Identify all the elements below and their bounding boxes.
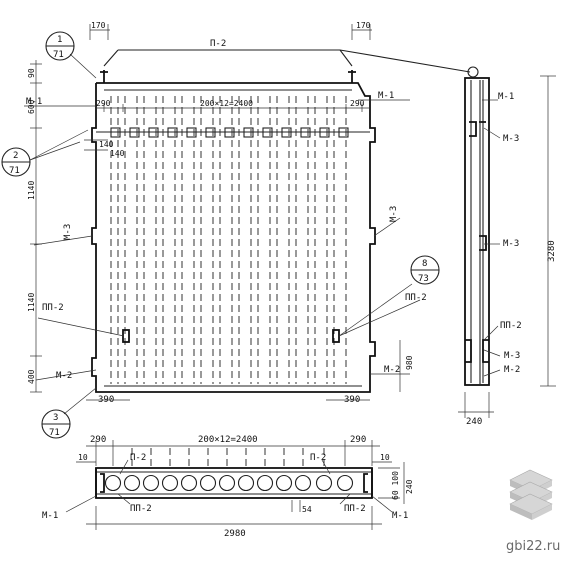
plan-edge-290-right: 290 bbox=[350, 435, 366, 445]
side-width: 240 bbox=[466, 417, 482, 427]
dim-1140-a: 1140 bbox=[27, 181, 36, 200]
svg-text:1: 1 bbox=[57, 35, 62, 45]
side-pp2: ПП-2 bbox=[500, 321, 522, 331]
plan-edge-290-left: 290 bbox=[90, 435, 106, 445]
plan-total-2980: 2980 bbox=[224, 529, 246, 539]
plan-p2-right: П-2 bbox=[310, 453, 326, 463]
svg-text:71: 71 bbox=[9, 166, 20, 176]
watermark-text[interactable]: gbi22.ru bbox=[506, 539, 561, 554]
dim-400: 400 bbox=[27, 369, 36, 384]
plan-dim-240: 240 bbox=[405, 479, 414, 494]
plan-p2-left: П-2 bbox=[130, 453, 146, 463]
lifting-loop-left bbox=[100, 70, 108, 83]
side-view bbox=[458, 66, 556, 418]
mark-m1-left: М-1 bbox=[26, 97, 42, 107]
dim-170-right: 170 bbox=[356, 21, 371, 30]
panel-outline bbox=[91, 82, 376, 393]
side-m3-c: М-3 bbox=[504, 351, 520, 361]
plan-dim-54: 54 bbox=[302, 505, 312, 514]
plan-section bbox=[65, 440, 405, 530]
side-m1: М-1 bbox=[498, 92, 514, 102]
side-height: 3280 bbox=[547, 240, 557, 262]
svg-text:2: 2 bbox=[13, 151, 18, 161]
watermark-logo bbox=[509, 469, 553, 520]
side-m2: М-2 bbox=[504, 365, 520, 375]
front-left-leaders bbox=[24, 53, 125, 415]
dim-390-right: 390 bbox=[344, 395, 360, 405]
mark-pp2-right: ПП-2 bbox=[405, 293, 427, 303]
plan-spacing: 200×12=2400 bbox=[198, 435, 258, 445]
top-openings bbox=[96, 127, 370, 138]
plan-m1-left: М-1 bbox=[42, 511, 58, 521]
front-top-dims bbox=[89, 24, 471, 112]
plan-dim-10-right: 10 bbox=[380, 453, 390, 462]
edge-290-right: 290 bbox=[350, 99, 365, 108]
mark-m2-left: М-2 bbox=[56, 371, 72, 381]
hollow-cores bbox=[104, 474, 354, 492]
svg-text:8: 8 bbox=[422, 259, 427, 269]
mark-m3-right: М-3 bbox=[389, 206, 399, 222]
callout-3-71: 3 71 bbox=[41, 409, 71, 439]
side-m3-b: М-3 bbox=[503, 239, 519, 249]
edge-290-left: 290 bbox=[96, 99, 111, 108]
dim-140-b: 140 bbox=[110, 149, 125, 158]
callout-1-71: 1 71 bbox=[45, 31, 75, 61]
plan-pp2-left: ПП-2 bbox=[130, 504, 152, 514]
callout-2-71: 2 71 bbox=[1, 147, 31, 177]
front-left-dims bbox=[30, 60, 108, 393]
plan-m1-right: М-1 bbox=[392, 511, 408, 521]
svg-text:3: 3 bbox=[53, 413, 58, 423]
mark-m3-left: М-3 bbox=[63, 224, 73, 240]
dim-170-left: 170 bbox=[91, 21, 106, 30]
front-right-leaders bbox=[338, 99, 421, 392]
front-elevation bbox=[91, 70, 376, 393]
svg-text:71: 71 bbox=[49, 428, 60, 438]
side-outline bbox=[464, 77, 490, 386]
dim-980: 980 bbox=[405, 355, 414, 370]
svg-text:71: 71 bbox=[53, 50, 64, 60]
dim-600: 600 bbox=[27, 99, 36, 114]
lifting-loop-right bbox=[348, 70, 356, 83]
dim-90: 90 bbox=[27, 68, 36, 78]
dim-1140-b: 1140 bbox=[27, 293, 36, 312]
callout-8-73: 8 73 bbox=[410, 255, 440, 285]
side-m3-a: М-3 bbox=[503, 134, 519, 144]
dim-140-a: 140 bbox=[99, 140, 114, 149]
embed-pp2-right bbox=[332, 329, 340, 343]
dim-390-left: 390 bbox=[98, 395, 114, 405]
mark-m1-right: М-1 bbox=[378, 91, 394, 101]
spacing-label: 200×12=2400 bbox=[200, 99, 253, 108]
hinge-label: П-2 bbox=[210, 39, 226, 49]
svg-text:73: 73 bbox=[418, 274, 429, 284]
mark-pp2-left: ПП-2 bbox=[42, 303, 64, 313]
void-lines bbox=[110, 96, 347, 384]
mark-m2-right: М-2 bbox=[384, 365, 400, 375]
plan-dim-thk: 60 100 bbox=[391, 471, 400, 500]
plan-pp2-right: ПП-2 bbox=[344, 504, 366, 514]
plan-dim-10-left: 10 bbox=[78, 453, 88, 462]
